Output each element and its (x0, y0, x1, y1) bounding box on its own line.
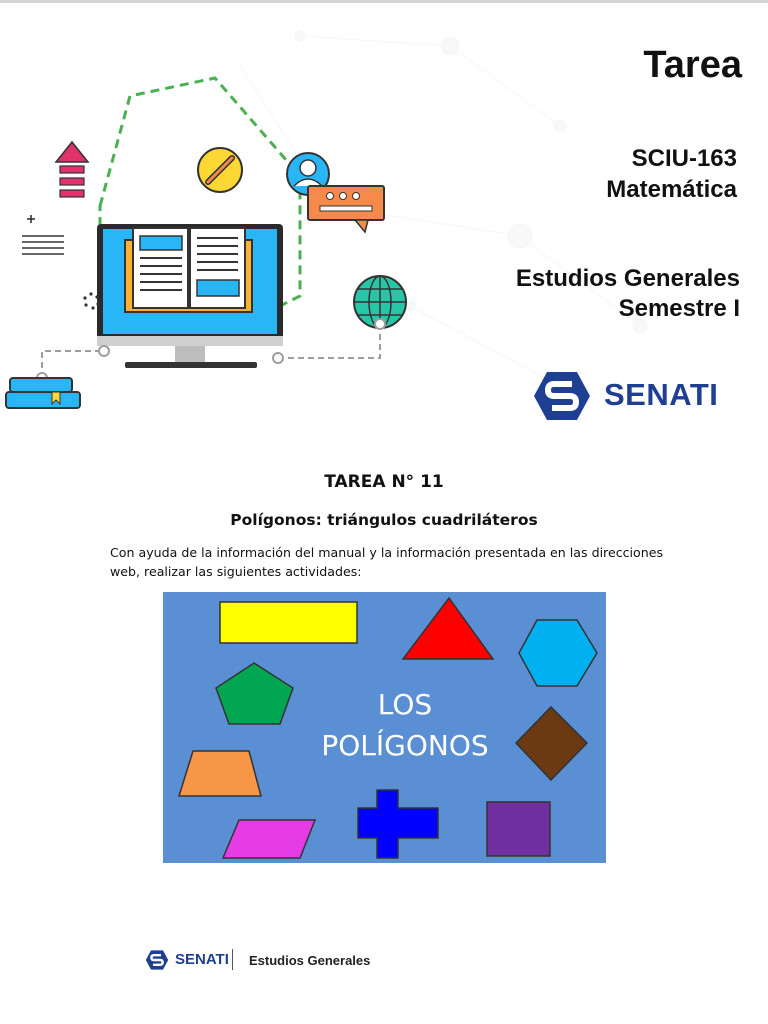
purple-square (486, 801, 551, 857)
pencil-icon (197, 147, 243, 193)
senati-brand: SENATI (532, 370, 742, 422)
instructions-line: Con ayuda de la información del manual y… (110, 545, 664, 560)
red-triangle (401, 596, 495, 660)
task-subtitle: Polígonos: triángulos cuadriláteros (230, 511, 538, 529)
polygons-figure: LOS POLÍGONOS (163, 592, 606, 863)
task-title: TAREA N° 11 (324, 472, 444, 492)
footer-divider (232, 949, 233, 970)
document-list-icon (22, 215, 64, 255)
loading-dots-icon (83, 292, 100, 310)
connector-lines (41, 328, 381, 378)
course-info: SCIU-163 Matemática (606, 143, 737, 205)
chat-bubble-icon (307, 185, 385, 234)
cover-heading: Tarea (643, 44, 742, 86)
footer: SENATI Estudios Generales (145, 948, 445, 974)
task-instructions: Con ayuda de la información del manual y… (110, 543, 670, 581)
brown-rhombus (514, 705, 589, 782)
footer-brand: SENATI (175, 951, 229, 968)
upload-arrow-icon (54, 140, 90, 198)
instructions-line: web, realizar las siguientes actividades… (110, 564, 362, 579)
figure-title-line1: LOS (378, 688, 432, 721)
background-network (239, 30, 648, 387)
cover-illustration (5, 30, 648, 409)
figure-title-line2: POLÍGONOS (321, 728, 488, 762)
course-name: Matemática (606, 176, 737, 203)
course-code: SCIU-163 (631, 145, 737, 172)
top-border (0, 0, 768, 3)
yellow-rectangle (219, 601, 358, 644)
senati-logo-small-icon (145, 950, 169, 970)
blue-cross (357, 789, 439, 859)
semester: Semestre I (618, 295, 740, 322)
books-stack-icon (5, 377, 81, 409)
senati-logo-icon (534, 372, 590, 420)
open-book-icon (124, 227, 253, 313)
program-info: Estudios Generales Semestre I (516, 264, 740, 324)
green-pentagon (215, 662, 294, 725)
senati-wordmark: SENATI (604, 377, 719, 412)
footer-department: Estudios Generales (249, 953, 371, 968)
magenta-parallelogram (221, 819, 317, 859)
cyan-hexagon (518, 619, 598, 687)
orange-trapezoid (177, 750, 262, 797)
program-name: Estudios Generales (515, 265, 740, 292)
